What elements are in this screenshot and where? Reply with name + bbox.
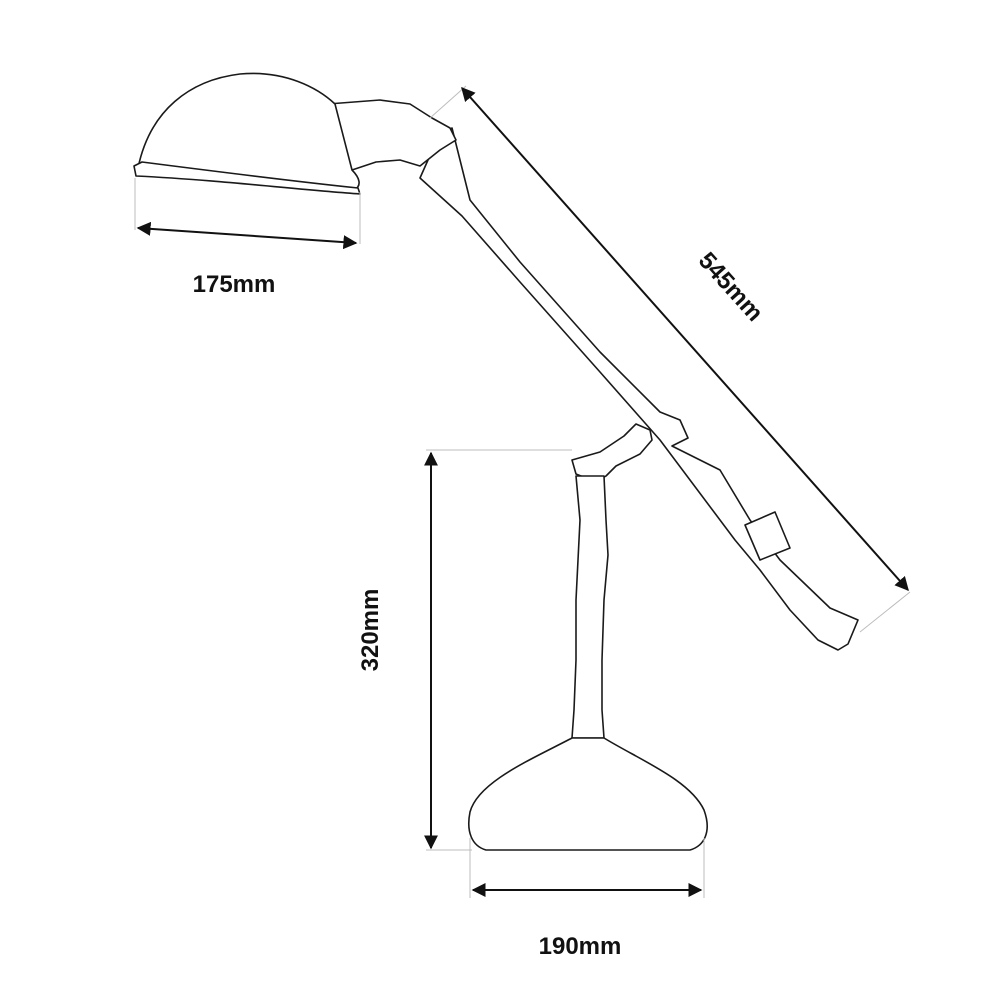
base-width-dimension: 190mm xyxy=(469,838,705,960)
lamp-base xyxy=(468,737,708,851)
lamp-post xyxy=(571,475,609,739)
shade-width-label: 175mm xyxy=(193,271,276,298)
base-width-label: 190mm xyxy=(539,933,622,960)
arm-length-dimension: 545mm xyxy=(429,85,911,633)
lamp-outline xyxy=(133,72,859,851)
lamp-pivot xyxy=(571,423,653,483)
height-label: 320mm xyxy=(357,589,384,672)
shade-width-dimension: 175mm xyxy=(134,178,361,298)
lamp-arm xyxy=(419,127,859,651)
height-dimension: 320mm xyxy=(357,449,572,851)
lamp-shade-rim xyxy=(133,161,361,195)
lamp-shade-neck xyxy=(327,99,457,171)
arm-length-label: 545mm xyxy=(693,247,768,327)
